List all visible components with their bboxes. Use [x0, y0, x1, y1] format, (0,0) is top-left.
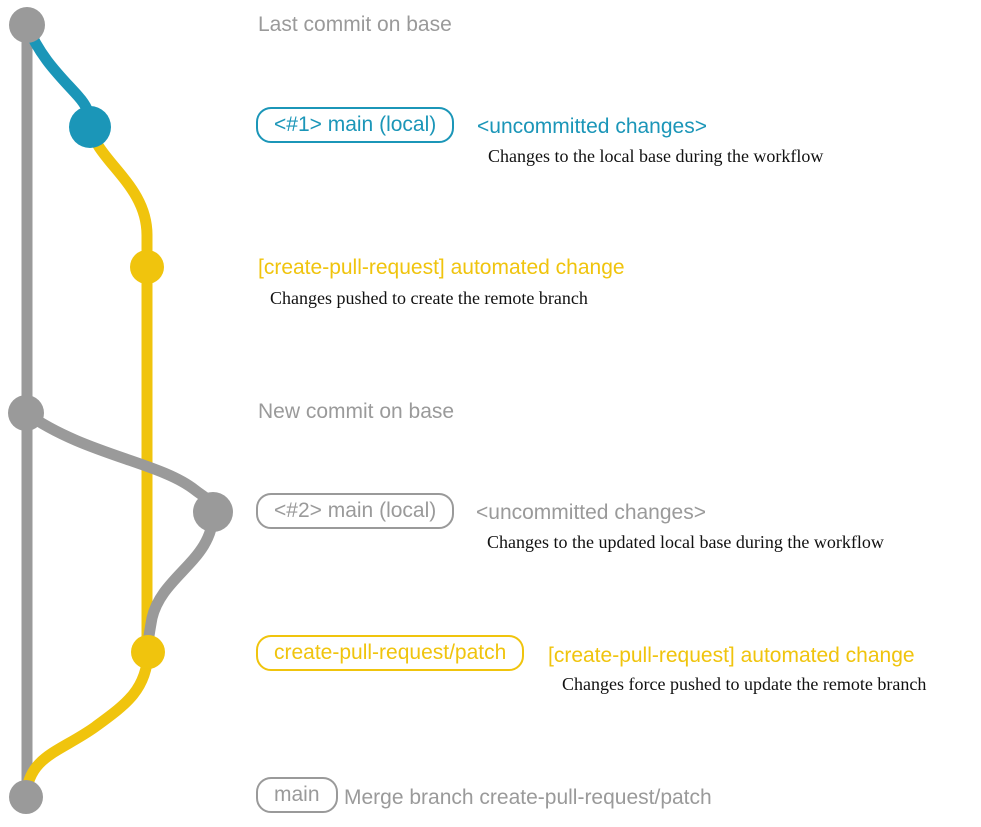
badge-main: main — [256, 777, 338, 813]
status-uncommitted-changes-1: <uncommitted changes> — [477, 115, 707, 138]
patch-branch-line — [84, 121, 153, 658]
commit-node-uncommitted-1 — [69, 106, 111, 148]
message-merge-branch: Merge branch create-pull-request/patch — [344, 786, 712, 809]
git-graph — [8, 7, 233, 814]
commit-node-automated-change-1 — [130, 250, 164, 284]
label-last-commit-on-base: Last commit on base — [258, 13, 452, 36]
commit-node-automated-change-2 — [131, 635, 165, 669]
force-push-line — [142, 506, 219, 658]
title-automated-change-2: [create-pull-request] automated change — [548, 644, 915, 667]
note-local-base-changes: Changes to the local base during the wor… — [488, 146, 824, 166]
label-new-commit-on-base: New commit on base — [258, 400, 455, 423]
status-uncommitted-changes-2: <uncommitted changes> — [476, 501, 706, 524]
commit-node-last-on-base — [9, 7, 45, 43]
rebase-branch-line — [20, 407, 219, 518]
badge-create-pull-request-patch: create-pull-request/patch — [256, 635, 525, 671]
commit-node-uncommitted-2 — [193, 492, 233, 532]
commit-node-new-on-base — [8, 395, 44, 431]
commit-node-merge — [9, 780, 43, 814]
note-pushed-create-remote: Changes pushed to create the remote bran… — [270, 288, 588, 308]
patch-merge-line — [20, 646, 154, 803]
badge-main-local-1: <#1> main (local) — [256, 107, 455, 143]
note-updated-local-base-changes: Changes to the updated local base during… — [487, 532, 884, 552]
note-force-pushed-update-remote: Changes force pushed to update the remot… — [562, 674, 927, 694]
badge-main-local-2: <#2> main (local) — [256, 493, 455, 529]
title-automated-change-1: [create-pull-request] automated change — [258, 256, 625, 279]
